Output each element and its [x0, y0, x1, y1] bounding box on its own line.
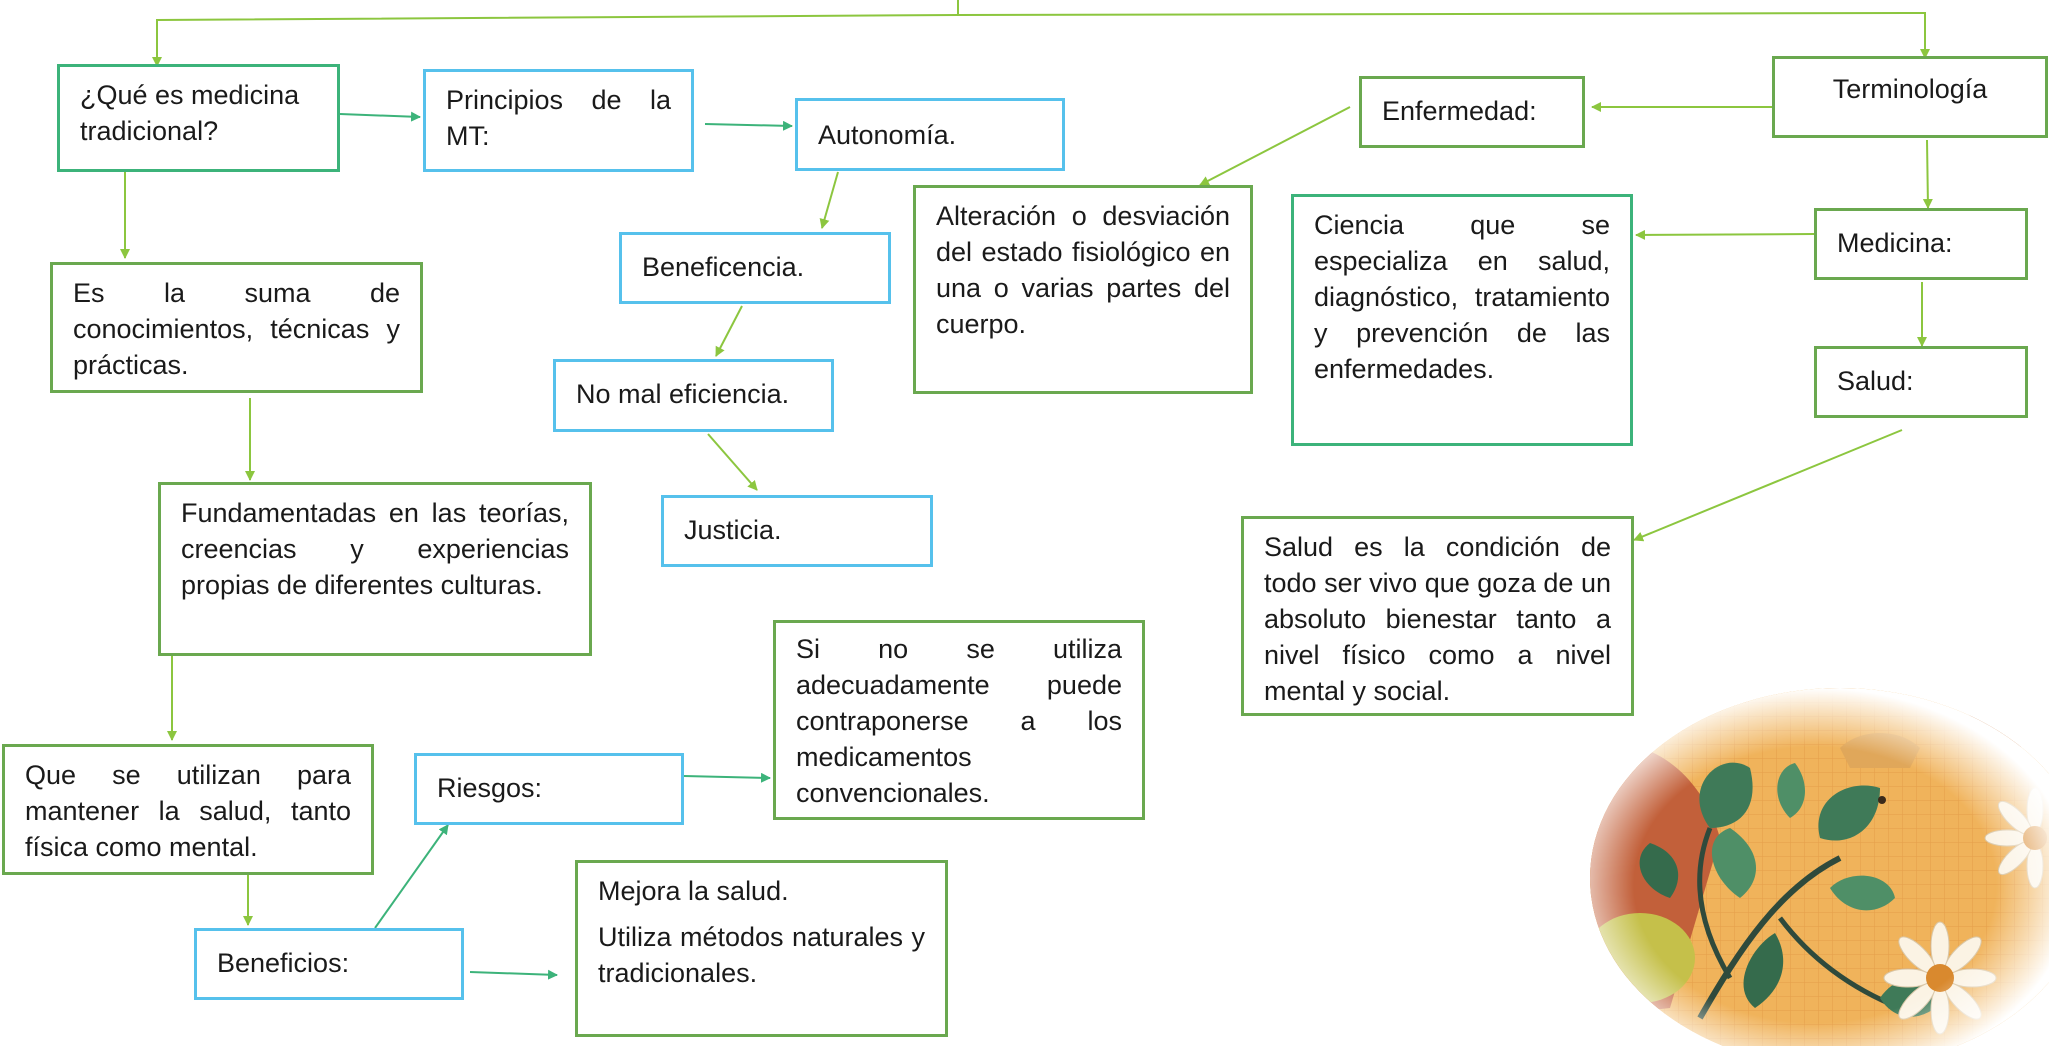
node-text: Terminología [1832, 74, 1988, 104]
node-es-la-suma: Es la suma de conocimientos, técnicas y … [50, 262, 423, 393]
connector-medicina-desc [1635, 229, 1815, 240]
node-text: Fundamentadas en las teorías, creencias … [181, 498, 569, 600]
node-enfermedad-descripcion: Alteración o desviación del estado fisio… [913, 185, 1253, 394]
node-text: Autonomía. [818, 120, 957, 150]
node-autonomia: Autonomía. [795, 98, 1065, 171]
node-justicia: Justicia. [661, 495, 933, 567]
node-text-mejora: Mejora la salud. [598, 876, 789, 906]
node-text: Es la suma de conocimientos, técnicas y … [73, 278, 400, 380]
node-beneficios-descripcion: Mejora la salud. Utiliza métodos natural… [575, 860, 948, 1037]
connector-beneficios-desc [469, 969, 558, 980]
connector-principios-autonomia [704, 120, 793, 131]
node-que-es-medicina-tradicional: ¿Qué es medicina tradicional? [57, 64, 340, 172]
node-text: Justicia. [684, 515, 782, 545]
node-fundamentadas: Fundamentadas en las teorías, creencias … [158, 482, 592, 656]
node-medicina: Medicina: [1814, 208, 2028, 280]
node-text: ¿Qué es medicina tradicional? [80, 80, 300, 146]
node-text: Beneficios: [217, 948, 350, 978]
node-salud: Salud: [1814, 346, 2028, 418]
node-text: Ciencia que se especializa en salud, dia… [1314, 210, 1610, 384]
node-que-se-utilizan: Que se utilizan para mantener la salud, … [2, 744, 374, 875]
node-riesgos: Riesgos: [414, 753, 684, 825]
connector-riesgos-desc [683, 772, 771, 783]
connector-autonomia-beneficencia [819, 171, 839, 229]
node-beneficios: Beneficios: [194, 928, 464, 1000]
connector-top-right [957, 11, 1930, 59]
node-text: Que se utilizan para mantener la salud, … [25, 760, 351, 862]
connector-nomal-justicia [707, 433, 758, 491]
connector-top-left [152, 14, 959, 67]
node-medicina-descripcion: Ciencia que se especializa en salud, dia… [1291, 194, 1633, 446]
herbal-illustration [1590, 688, 2049, 1046]
node-text: Medicina: [1837, 228, 1953, 258]
node-text: No mal eficiencia. [576, 379, 790, 409]
node-text: Beneficencia. [642, 252, 805, 282]
node-riesgos-descripcion: Si no se utiliza adecuadamente puede con… [773, 620, 1145, 820]
node-no-mal-eficiencia: No mal eficiencia. [553, 359, 834, 432]
connector-beneficencia-nomal [715, 305, 743, 357]
node-text: Alteración o desviación del estado fisio… [936, 201, 1230, 339]
node-beneficencia: Beneficencia. [619, 232, 891, 304]
connector-terminologia-medicina [1922, 139, 1933, 209]
connector-enfermedad-desc [1199, 106, 1351, 186]
node-enfermedad: Enfermedad: [1359, 76, 1585, 148]
node-text: Riesgos: [437, 773, 543, 803]
node-principios-mt: Principios de la MT: [423, 69, 694, 172]
node-text-utiliza: Utiliza métodos naturales y tradicionale… [598, 922, 925, 988]
node-terminologia: Terminología [1772, 56, 2048, 138]
node-text: Salud: [1837, 366, 1914, 396]
connector-beneficios-riesgos [374, 824, 449, 929]
connector-salud-desc [1633, 429, 1903, 542]
connector-quees-principios [339, 111, 421, 122]
node-text: Salud es la condición de todo ser vivo q… [1264, 532, 1611, 706]
node-salud-descripcion: Salud es la condición de todo ser vivo q… [1241, 516, 1634, 716]
node-text: Si no se utiliza adecuadamente puede con… [796, 634, 1122, 808]
node-text: Principios de la MT: [446, 85, 671, 151]
node-text: Enfermedad: [1382, 96, 1537, 126]
